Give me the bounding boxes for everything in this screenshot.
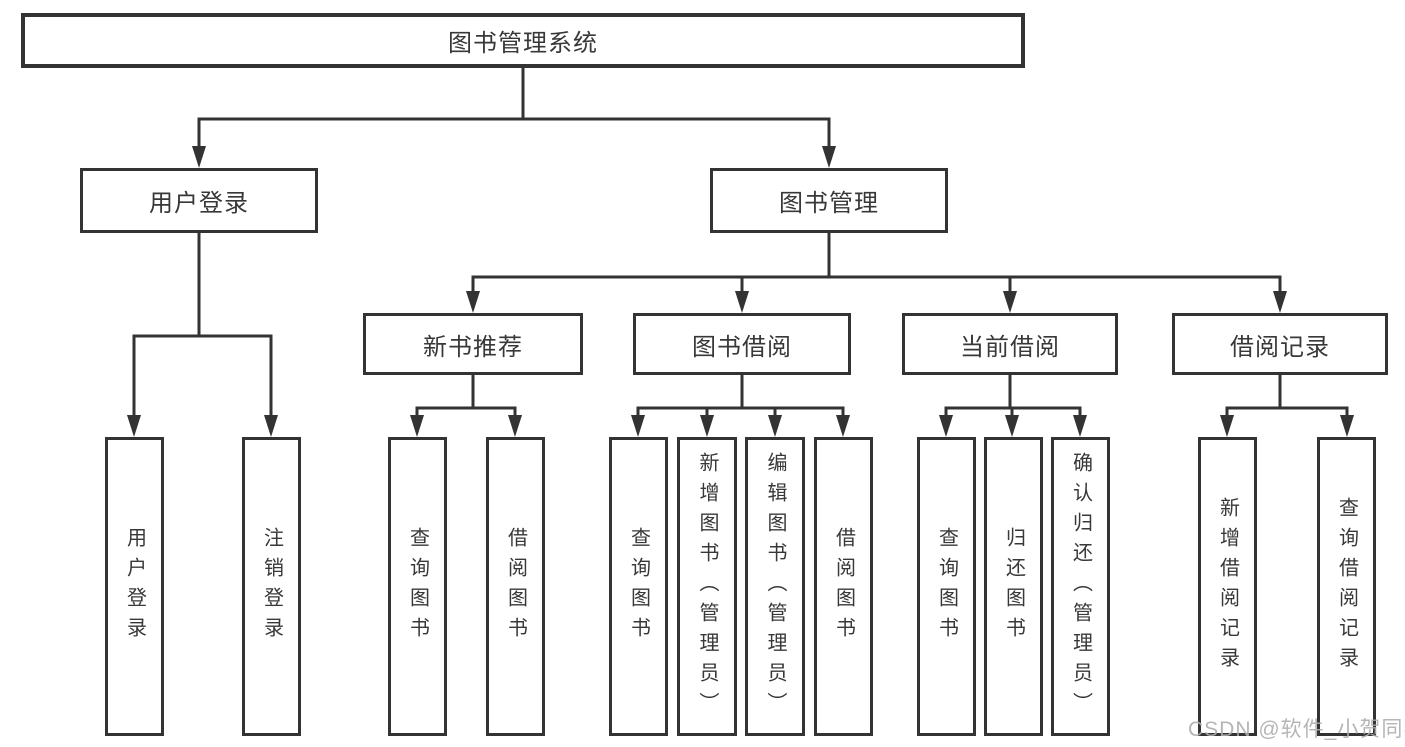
node-book-management-group: 图书管理 — [710, 168, 948, 233]
node-user-login: 用户登录 — [105, 437, 164, 736]
node-label: 借阅图书 — [832, 526, 855, 647]
arrowheads — [127, 146, 1354, 437]
node-label: 当前借阅 — [960, 333, 1060, 361]
node-return-books: 归还图书 — [984, 437, 1043, 736]
connector-newbook-group — [415, 373, 517, 418]
csdn-watermark: CSDN @软件_小贺同学 — [1188, 718, 1405, 741]
node-label: 查询图书 — [406, 526, 429, 647]
arrowhead-icon — [1220, 415, 1234, 437]
node-label: 借阅图书 — [504, 526, 527, 647]
node-library-management-system: 图书管理系统 — [21, 13, 1025, 68]
node-label: 查询图书 — [935, 526, 958, 647]
arrowhead-icon — [822, 146, 836, 168]
node-label: 用户登录 — [149, 190, 249, 217]
arrowhead-icon — [127, 415, 141, 437]
arrowhead-icon — [631, 415, 645, 437]
node-current-borrowing: 当前借阅 — [902, 313, 1118, 375]
node-label: 新书推荐 — [423, 333, 523, 361]
arrowhead-icon — [410, 415, 424, 437]
arrowhead-icon — [1340, 415, 1354, 437]
arrowhead-icon — [700, 415, 714, 437]
node-label: 借阅记录 — [1230, 333, 1330, 361]
node-label: 新增借阅记录 — [1216, 496, 1239, 677]
node-user-login-group: 用户登录 — [80, 168, 318, 233]
arrowhead-icon — [1005, 415, 1019, 437]
connector-root-to-level2 — [197, 64, 831, 149]
node-label: 归还图书 — [1002, 526, 1025, 647]
node-query-books-borrow: 查询图书 — [609, 437, 668, 736]
node-borrow-books: 借阅图书 — [814, 437, 873, 736]
node-label: 图书借阅 — [692, 333, 792, 361]
connector-bookborrow-group — [636, 373, 845, 418]
node-label: 编辑图书（管理员） — [764, 451, 786, 722]
arrowhead-icon — [1073, 415, 1087, 437]
node-add-borrow-record: 新增借阅记录 — [1198, 437, 1257, 736]
node-add-books-admin: 新增图书（管理员） — [677, 437, 737, 736]
node-label: 用户登录 — [123, 526, 146, 647]
node-query-books-current: 查询图书 — [917, 437, 976, 736]
node-borrow-books-newrec: 借阅图书 — [486, 437, 545, 736]
arrowhead-icon — [768, 415, 782, 437]
arrowhead-icon — [735, 291, 749, 313]
arrowhead-icon — [508, 415, 522, 437]
node-new-book-recommendation: 新书推荐 — [363, 313, 583, 375]
node-confirm-return-admin: 确认归还（管理员） — [1051, 437, 1110, 736]
node-label: 查询图书 — [627, 526, 650, 647]
node-logout: 注销登录 — [242, 437, 301, 736]
node-edit-books-admin: 编辑图书（管理员） — [745, 437, 805, 736]
arrowhead-icon — [192, 146, 206, 168]
node-query-borrow-record: 查询借阅记录 — [1317, 437, 1376, 736]
node-book-borrowing: 图书借阅 — [633, 313, 851, 375]
connector-records-group — [1225, 373, 1349, 418]
node-label: 查询借阅记录 — [1335, 496, 1358, 677]
connector-bookmgmt-to-level3 — [471, 231, 1282, 294]
arrowhead-icon — [939, 415, 953, 437]
connector-currentborrow-group — [944, 373, 1082, 418]
node-query-books-newrec: 查询图书 — [388, 437, 447, 736]
node-label: 新增图书（管理员） — [696, 451, 718, 722]
node-borrowing-records: 借阅记录 — [1172, 313, 1388, 375]
arrowhead-icon — [1273, 291, 1287, 313]
node-label: 图书管理系统 — [448, 30, 598, 57]
arrowhead-icon — [264, 415, 278, 437]
arrowhead-icon — [466, 291, 480, 313]
node-label: 注销登录 — [260, 526, 283, 647]
node-label: 图书管理 — [779, 190, 879, 217]
arrowhead-icon — [1003, 291, 1017, 313]
arrowhead-icon — [836, 415, 850, 437]
node-label: 确认归还（管理员） — [1069, 451, 1092, 722]
connector-userlogin-group — [132, 231, 273, 418]
